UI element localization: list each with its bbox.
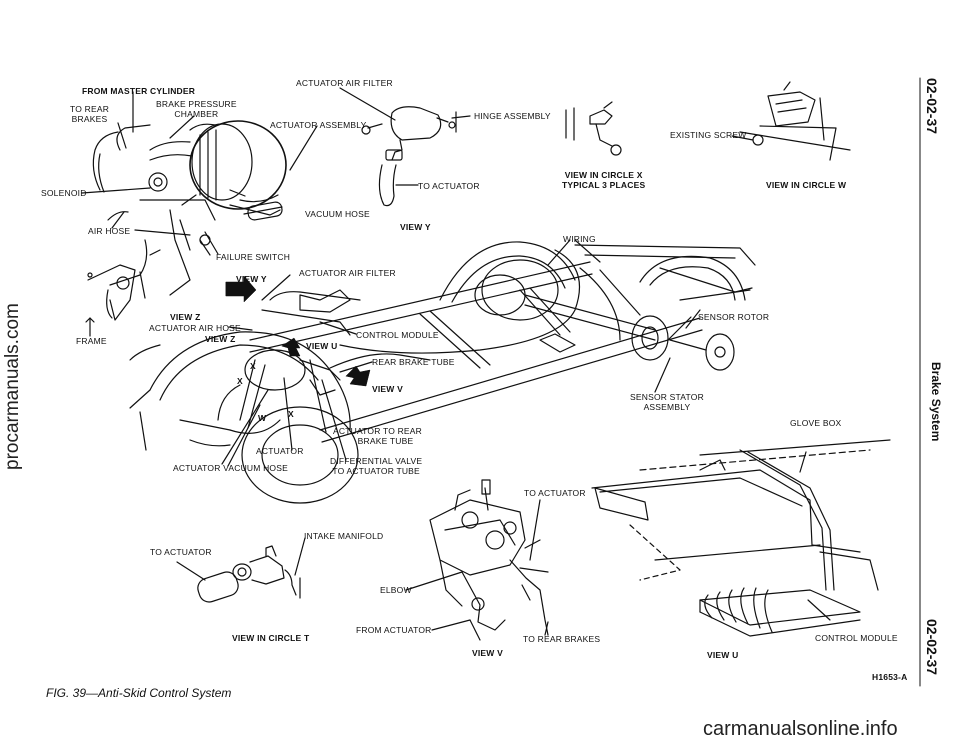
figure-number: FIG. 39: [46, 686, 87, 700]
label-to-actuator-v: TO ACTUATOR: [524, 488, 586, 498]
label-wiring: WIRING: [563, 234, 596, 244]
label-frame: FRAME: [76, 336, 107, 346]
caption-view-circle-w: VIEW IN CIRCLE W: [766, 180, 847, 190]
label-intake-manifold: INTAKE MANIFOLD: [304, 531, 384, 541]
section-title: Brake System: [929, 362, 943, 442]
page-number-top: 02-02-37: [924, 78, 940, 135]
figure-caption: FIG. 39—Anti-Skid Control System: [46, 686, 231, 700]
view-y-arrow: [225, 275, 257, 303]
label-vacuum-hose: VACUUM HOSE: [305, 209, 370, 219]
figure-code: H1653-A: [872, 672, 908, 682]
label-view-y-arrow: VIEW Y: [236, 274, 267, 284]
caption-view-u: VIEW U: [707, 650, 739, 660]
view-v-illustration: [405, 479, 549, 641]
label-to-actuator-t: TO ACTUATOR: [150, 547, 212, 557]
label-existing-screw: EXISTING SCREW: [670, 130, 747, 140]
view-circle-t-illustration: [176, 537, 306, 603]
label-elbow: ELBOW: [380, 585, 412, 595]
label-actuator-vacuum-hose: ACTUATOR VACUUM HOSE: [173, 463, 288, 473]
label-glove-box: GLOVE BOX: [790, 418, 842, 428]
vehicle-frame-illustration: [129, 241, 756, 504]
label-control-module-mid: CONTROL MODULE: [356, 330, 439, 340]
label-to-rear-brakes-v: TO REAR BRAKES: [523, 634, 601, 644]
label-control-module-u: CONTROL MODULE: [815, 633, 898, 643]
label-rear-brake-tube: REAR BRAKE TUBE: [372, 357, 455, 367]
marker-x-2: X: [250, 361, 256, 371]
label-actuator-assembly: ACTUATOR ASSEMBLY: [270, 120, 367, 130]
label-solenoid: SOLENOID: [41, 188, 87, 198]
label-hinge-assembly: HINGE ASSEMBLY: [474, 111, 551, 121]
label-to-actuator-y: TO ACTUATOR: [418, 181, 480, 191]
view-y-illustration: [339, 87, 471, 207]
caption-view-z: VIEW Z: [170, 312, 201, 322]
caption-view-y: VIEW Y: [400, 222, 431, 232]
label-actuator-air-hose: ACTUATOR AIR HOSE: [149, 323, 241, 333]
caption-view-circle-t: VIEW IN CIRCLE T: [232, 633, 310, 643]
label-from-actuator: FROM ACTUATOR: [356, 625, 432, 635]
caption-view-v: VIEW V: [472, 648, 503, 658]
label-view-z-arrow: VIEW Z: [205, 334, 236, 344]
label-from-master-cylinder: FROM MASTER CYLINDER: [82, 86, 196, 96]
label-actuator-air-filter-mid: ACTUATOR AIR FILTER: [299, 268, 396, 278]
label-view-u-arrow: VIEW U: [306, 341, 338, 351]
figure-caption-text: —Anti-Skid Control System: [86, 686, 232, 700]
view-u-arrow: [281, 337, 301, 357]
label-view-v-arrow: VIEW V: [372, 384, 403, 394]
label-actuator: ACTUATOR: [256, 446, 304, 456]
label-air-hose: AIR HOSE: [88, 226, 131, 236]
watermark-left: procarmanuals.com: [2, 303, 23, 470]
view-circle-x-illustration: [565, 101, 622, 156]
marker-w: W: [258, 413, 267, 423]
label-sensor-rotor: SENSOR ROTOR: [698, 312, 770, 322]
marker-x-3: X: [288, 409, 294, 419]
view-u-illustration: [591, 439, 891, 637]
label-actuator-air-filter-top: ACTUATOR AIR FILTER: [296, 78, 393, 88]
brake-pressure-chamber-illustration: [87, 120, 287, 321]
page-number-bottom: 02-02-37: [924, 619, 940, 676]
watermark-bottom: carmanualsonline.info: [703, 718, 898, 740]
label-failure-switch: FAILURE SWITCH: [216, 252, 291, 262]
marker-x-1: X: [237, 376, 243, 386]
view-circle-w-illustration: [731, 81, 851, 161]
